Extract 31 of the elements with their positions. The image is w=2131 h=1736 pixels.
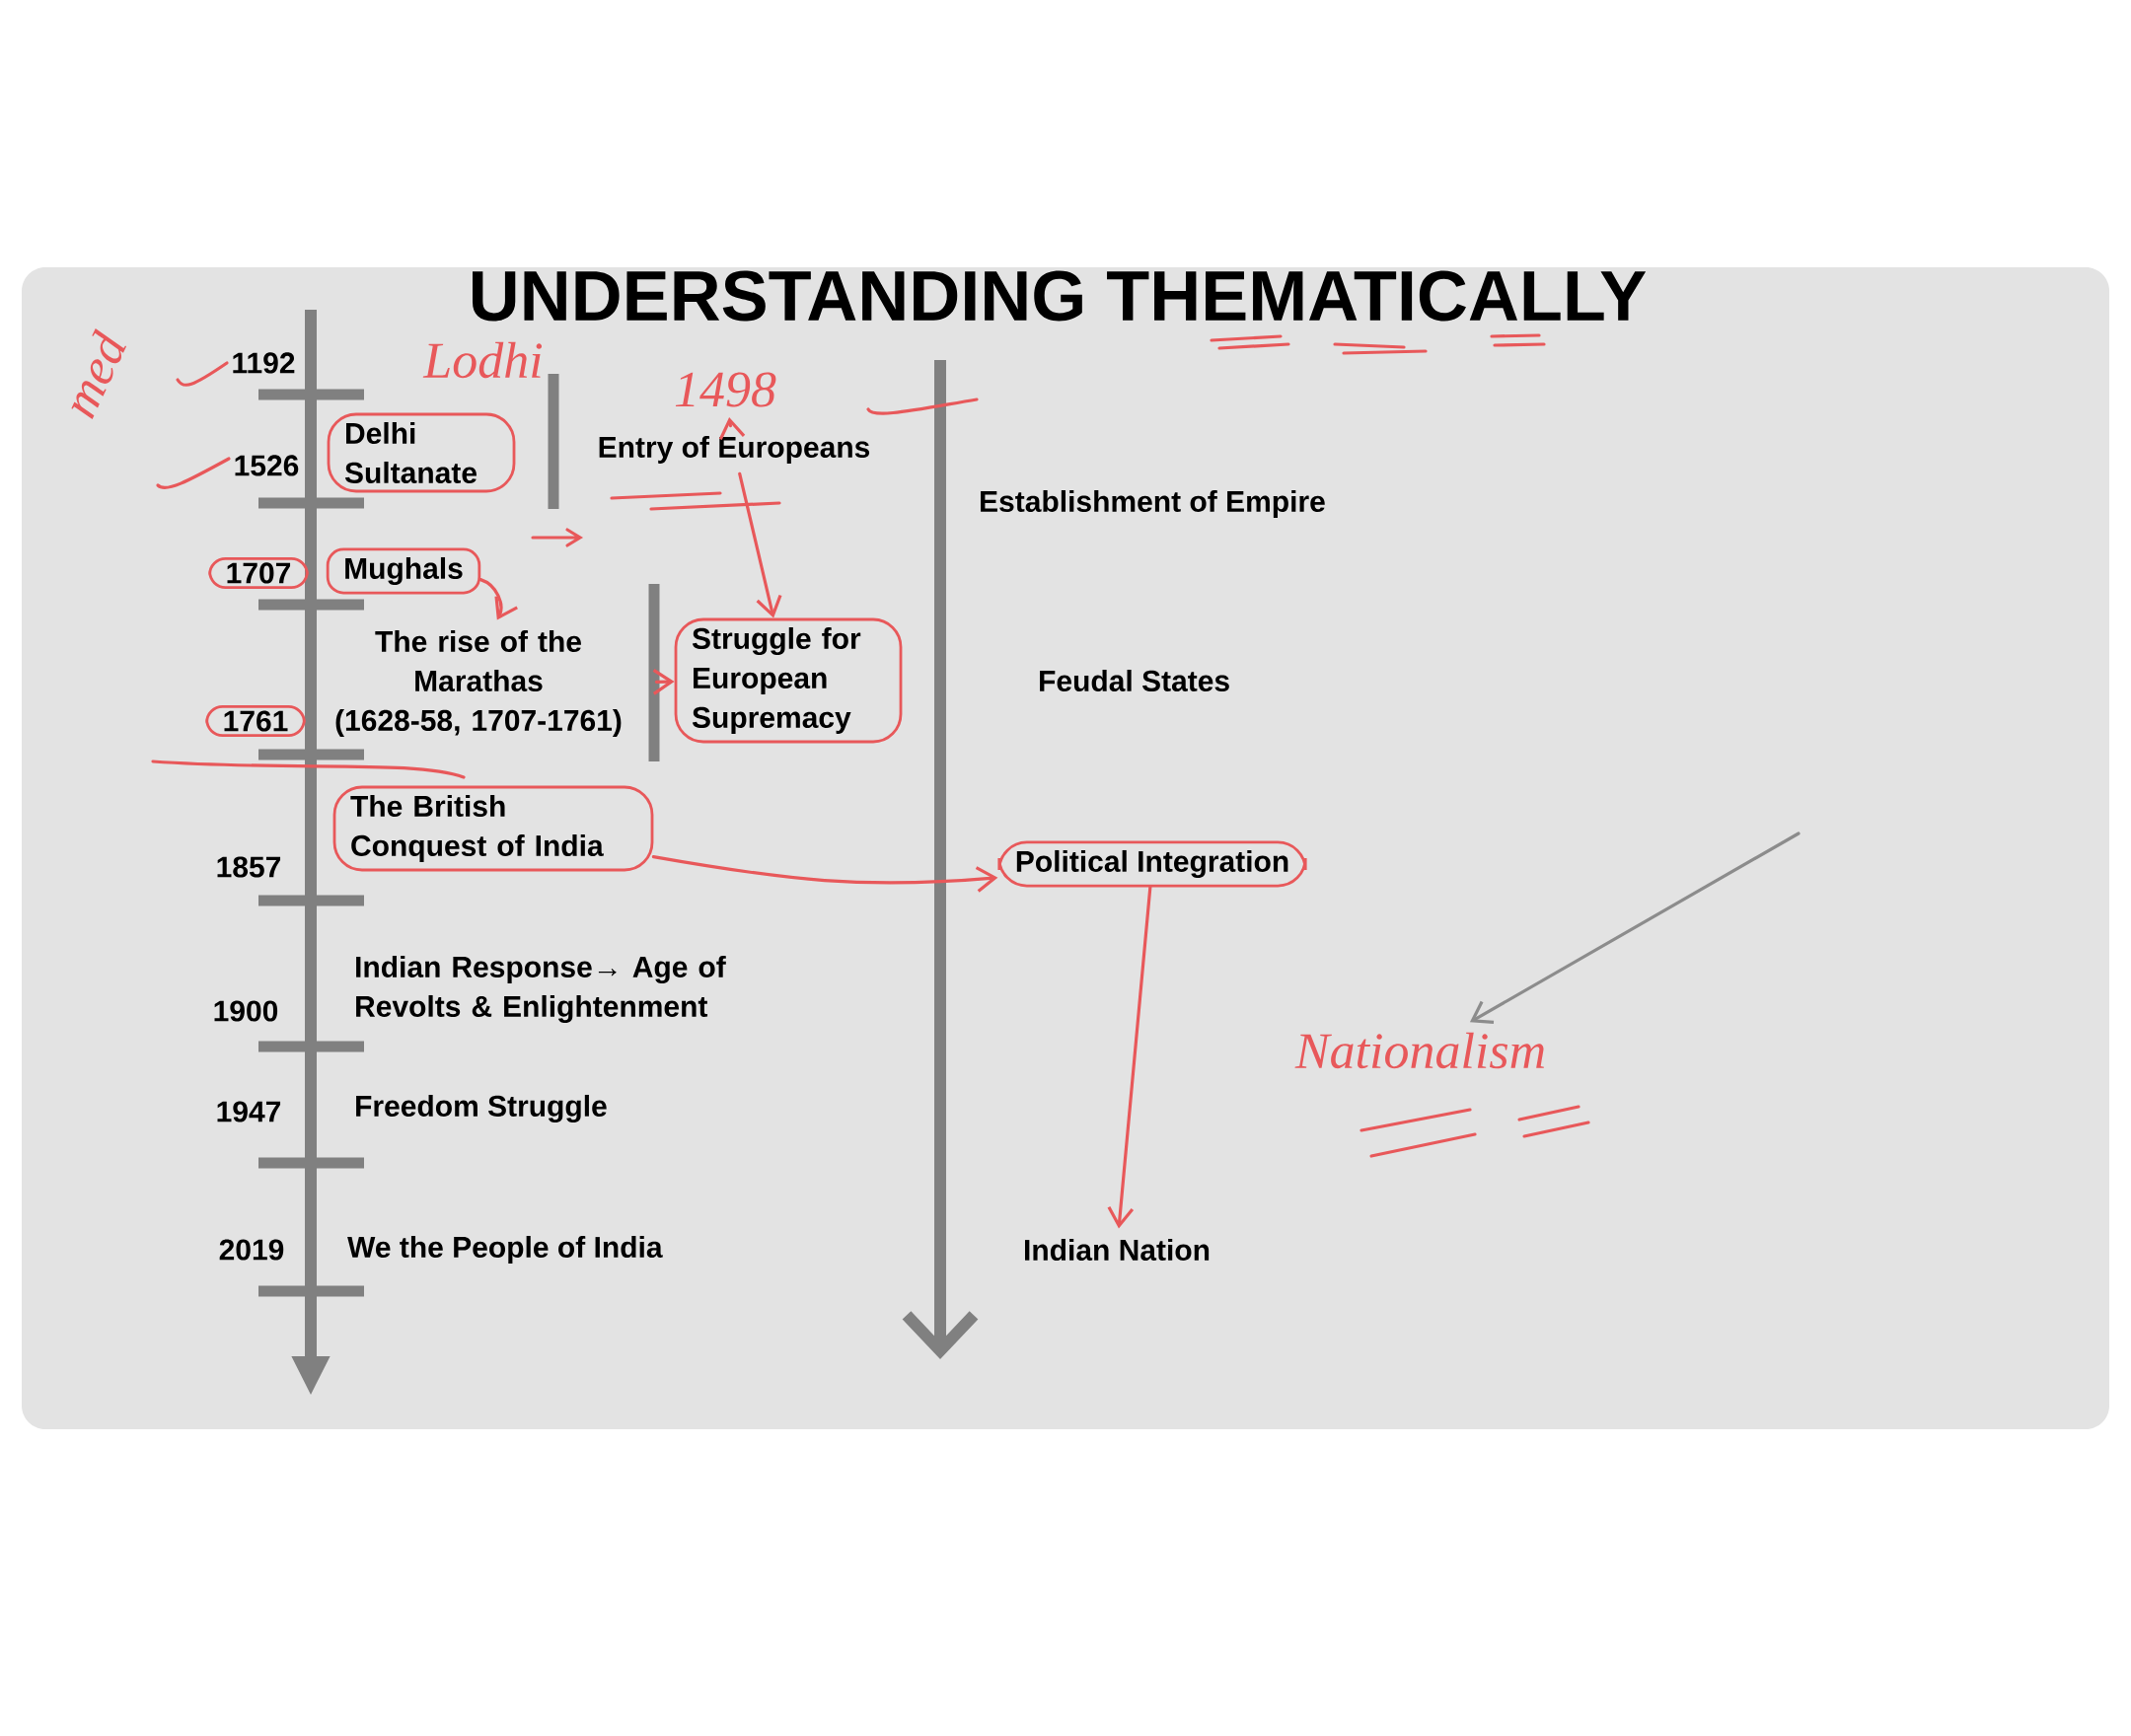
title: UNDERSTANDING THEMATICALLY <box>473 270 1647 322</box>
year-label: 1192 <box>233 352 295 374</box>
event-label: Feudal States <box>1040 670 1229 691</box>
handwritten-note: Lodhi <box>422 341 543 379</box>
event-label: Delhi Sultanate <box>327 412 516 493</box>
year-label: 2019 <box>219 1239 284 1261</box>
arrow <box>651 855 998 893</box>
pointer-arrow <box>1469 832 1800 1024</box>
event-label: Entry of Europeans <box>599 436 870 464</box>
arrow <box>478 578 518 620</box>
handwritten-note: 1498 <box>675 372 776 407</box>
year-label: 1900 <box>214 1000 278 1022</box>
event-label: Establishment of Empire <box>981 490 1325 518</box>
event-label: Political Integration <box>997 840 1307 888</box>
year-label: 1707 <box>208 557 309 589</box>
year-label: 1526 <box>235 455 299 476</box>
event-label: Struggle for European Supremacy <box>674 617 903 744</box>
event-label: The rise of the Marathas (1628-58, 1707-1761) <box>335 630 622 737</box>
year-label: 1857 <box>217 856 281 878</box>
event-label: Indian Nation <box>1025 1239 1210 1261</box>
event-label: The British Conquest of India <box>332 785 654 872</box>
year-label: 1761 <box>205 705 306 737</box>
handwritten-note: med <box>71 327 127 420</box>
event-label: Freedom Struggle <box>356 1094 607 1123</box>
handwritten-note: Nationalism <box>1294 1032 1544 1069</box>
arrow <box>1107 885 1152 1229</box>
year-label: 1947 <box>217 1101 281 1122</box>
event-label: We the People of India <box>347 1236 663 1264</box>
arrow <box>738 471 782 618</box>
event-label: Mughals <box>326 547 481 595</box>
event-label: Indian Response→ Age of Revolts & Enlightenment <box>356 955 726 1024</box>
